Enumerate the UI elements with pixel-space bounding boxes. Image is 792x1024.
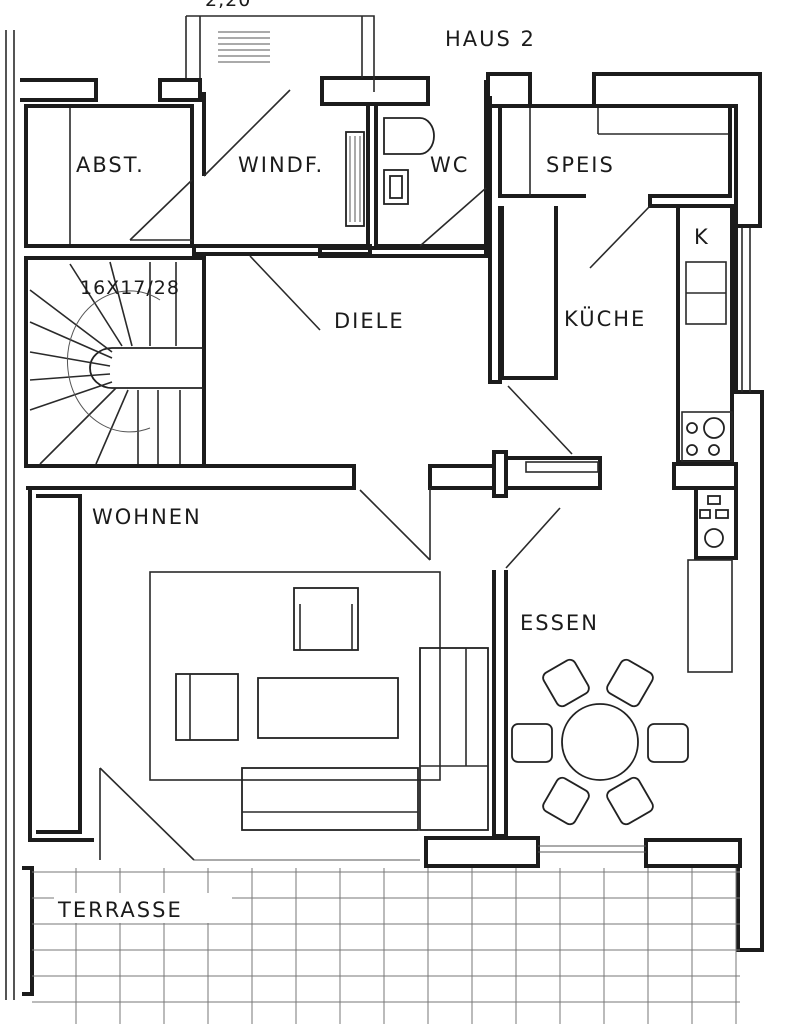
room-label-terrasse: TERRASSE <box>57 898 183 922</box>
top-dimension-label: 2,20 <box>205 0 251 11</box>
left-grid-lines <box>5 30 15 1000</box>
living-furniture <box>149 571 489 831</box>
door-swings <box>99 89 651 861</box>
room-label-wc: WC <box>430 153 469 177</box>
kitchen-k-label: K <box>694 225 710 249</box>
terrace-label-bg <box>54 893 232 923</box>
windf-shelf <box>345 131 365 227</box>
staircase-symbol <box>29 261 204 465</box>
vent-grille <box>218 31 270 63</box>
room-label-diele: DIELE <box>334 309 405 333</box>
walls <box>20 15 764 996</box>
terrace-paving-grid <box>32 868 740 1024</box>
room-label-speis: SPEIS <box>546 153 615 177</box>
house-label: HAUS 2 <box>445 27 536 51</box>
room-label-wohnen: WOHNEN <box>92 505 202 529</box>
room-label-windf: WINDF. <box>238 153 324 177</box>
stair-label: 16X17/28 <box>80 277 180 299</box>
stove-symbol <box>686 417 729 548</box>
dining-table-symbol <box>511 658 689 826</box>
room-label-kueche: KÜCHE <box>564 306 646 331</box>
room-label-abst: ABST. <box>76 153 145 177</box>
toilet-symbol <box>383 117 435 205</box>
room-label-essen: ESSEN <box>520 611 599 635</box>
